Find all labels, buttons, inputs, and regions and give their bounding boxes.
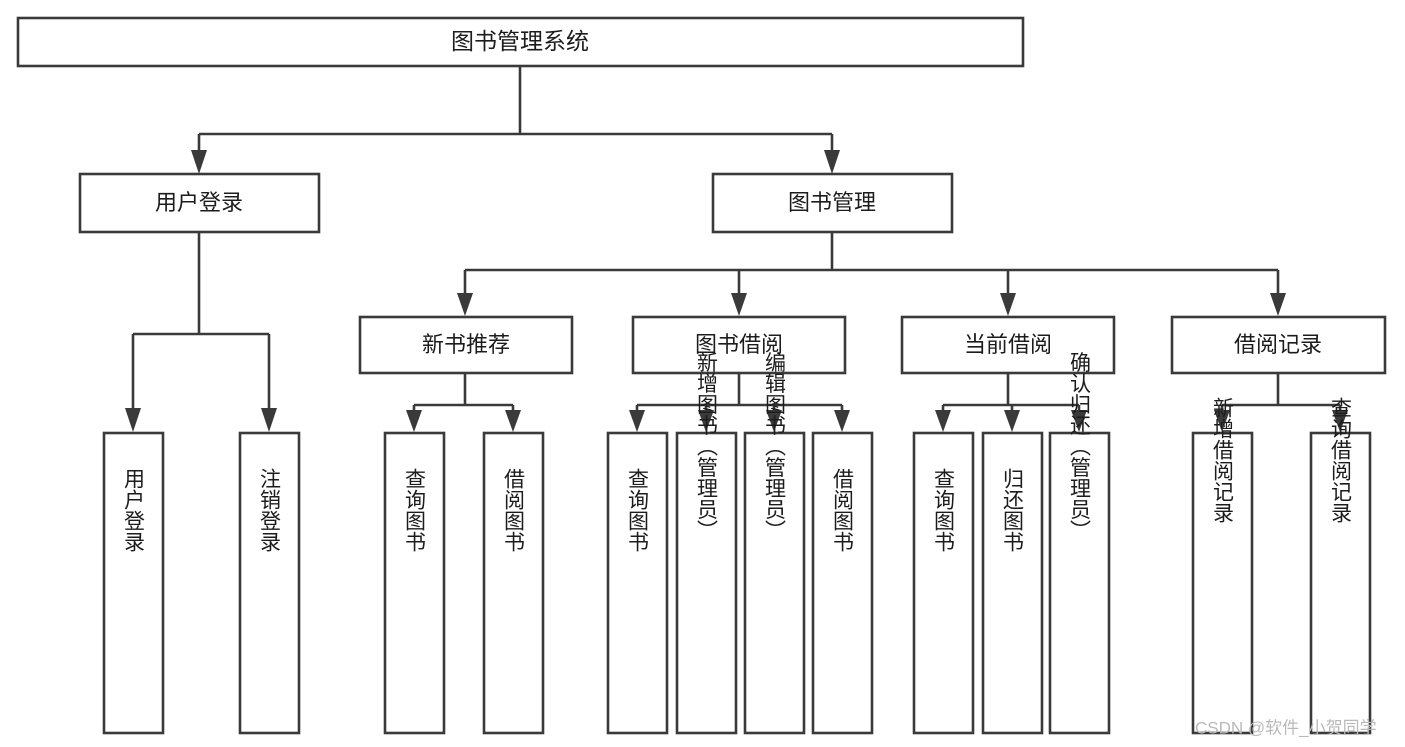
arrow-head-book-borrow bbox=[731, 293, 747, 316]
node-borrow-record-label: 借阅记录 bbox=[1234, 332, 1322, 357]
node-root-box bbox=[16, 16, 1025, 68]
node-book-management[interactable]: 图书管理 bbox=[711, 172, 954, 234]
arrow-head-leaf-return-book bbox=[1004, 410, 1020, 432]
node-borrow-record[interactable]: 借阅记录 bbox=[1170, 315, 1387, 375]
arrow-head-leaf-confirm-return bbox=[1071, 410, 1087, 432]
node-root-label: 图书管理系统 bbox=[451, 28, 589, 54]
node-leaf-add-book-label: 新增图书（管理员） bbox=[695, 352, 719, 541]
node-user-login[interactable]: 用户登录 bbox=[78, 172, 321, 234]
arrow-head-leaf-add-book bbox=[698, 410, 714, 432]
node-book-borrow-label: 图书借阅 bbox=[695, 332, 783, 357]
node-current-borrow-label: 当前借阅 bbox=[964, 332, 1052, 357]
connector-root-to-level1 bbox=[191, 66, 840, 174]
node-borrow-record-box bbox=[1170, 315, 1387, 375]
arrow-head-current-borrow bbox=[1000, 293, 1016, 316]
node-leaf-borrow-book-2-label: 借阅图书 bbox=[831, 468, 855, 552]
arrow-head-leaf-borrow-book-2 bbox=[834, 410, 850, 432]
node-leaf-query-book-3-box bbox=[912, 431, 975, 735]
arrow-head-book-management bbox=[824, 150, 840, 174]
node-leaf-add-record-box bbox=[1191, 431, 1254, 735]
node-leaf-query-book-2-label: 查询图书 bbox=[626, 468, 650, 552]
node-leaf-borrow-book-2-box bbox=[811, 431, 874, 735]
node-leaf-query-book-3-label: 查询图书 bbox=[932, 468, 956, 552]
node-leaf-logout-label: 注销登录 bbox=[258, 468, 282, 552]
connector-current-borrow-to-leaves bbox=[935, 374, 1087, 432]
node-leaf-user-login[interactable]: 用户登录 bbox=[102, 431, 165, 735]
arrow-head-new-book-recommend bbox=[457, 293, 473, 316]
connector-book-management-to-level2 bbox=[457, 232, 1286, 316]
arrow-head-leaf-query-book-1 bbox=[406, 410, 422, 432]
node-book-borrow-box bbox=[631, 315, 847, 375]
node-leaf-borrow-book-1-label: 借阅图书 bbox=[502, 468, 526, 552]
arrow-head-borrow-record bbox=[1270, 293, 1286, 316]
arrow-head-leaf-query-book-2 bbox=[629, 410, 645, 432]
node-leaf-add-record[interactable]: 新增借阅记录 bbox=[1191, 397, 1254, 735]
node-leaf-query-book-2[interactable]: 查询图书 bbox=[606, 431, 669, 735]
node-leaf-return-book-label: 归还图书 bbox=[1001, 468, 1025, 552]
node-leaf-query-book-1[interactable]: 查询图书 bbox=[383, 431, 446, 735]
node-leaf-query-record[interactable]: 查询借阅记录 bbox=[1309, 397, 1372, 735]
node-new-book-recommend-box bbox=[358, 315, 574, 375]
arrow-head-leaf-edit-book bbox=[766, 410, 782, 432]
node-user-login-box bbox=[78, 172, 321, 234]
connector-borrow-record-to-leaves bbox=[1214, 374, 1348, 432]
node-leaf-edit-book[interactable]: 编辑图书（管理员） bbox=[743, 352, 806, 735]
node-leaf-borrow-book-1-box bbox=[482, 431, 545, 735]
node-leaf-query-book-1-box bbox=[383, 431, 446, 735]
node-leaf-logout[interactable]: 注销登录 bbox=[238, 431, 301, 735]
node-book-borrow[interactable]: 图书借阅 bbox=[631, 315, 847, 375]
node-leaf-add-record-label: 新增借阅记录 bbox=[1211, 397, 1235, 523]
node-new-book-recommend[interactable]: 新书推荐 bbox=[358, 315, 574, 375]
node-leaf-query-book-1-label: 查询图书 bbox=[403, 468, 427, 552]
arrow-head-leaf-logout bbox=[261, 408, 277, 432]
arrow-head-leaf-user-login bbox=[125, 408, 141, 432]
node-leaf-user-login-box bbox=[102, 431, 165, 735]
arrow-head-user-login bbox=[191, 150, 207, 174]
node-current-borrow-box bbox=[900, 315, 1116, 375]
node-new-book-recommend-label: 新书推荐 bbox=[422, 332, 510, 357]
arrow-head-leaf-query-book-3 bbox=[935, 410, 951, 432]
node-leaf-confirm-return-box bbox=[1048, 431, 1111, 735]
node-leaf-query-book-2-box bbox=[606, 431, 669, 735]
arrow-head-leaf-borrow-book-1 bbox=[505, 410, 521, 432]
node-leaf-edit-book-box bbox=[743, 431, 806, 735]
node-root-book-management-system[interactable]: 图书管理系统 bbox=[16, 16, 1025, 68]
node-leaf-borrow-book-1[interactable]: 借阅图书 bbox=[482, 431, 545, 735]
node-leaf-user-login-label: 用户登录 bbox=[122, 468, 146, 552]
node-leaf-logout-box bbox=[238, 431, 301, 735]
csdn-watermark: CSDN @软件_小贺同学 bbox=[1195, 718, 1377, 737]
connector-new-book-recommend-to-leaves bbox=[406, 374, 521, 432]
node-leaf-return-book[interactable]: 归还图书 bbox=[981, 431, 1044, 735]
node-leaf-borrow-book-2[interactable]: 借阅图书 bbox=[811, 431, 874, 735]
node-leaf-confirm-return[interactable]: 确认归还（管理员） bbox=[1048, 352, 1111, 735]
node-book-management-box bbox=[711, 172, 954, 234]
node-leaf-confirm-return-label: 确认归还（管理员） bbox=[1068, 352, 1092, 541]
arrow-head-leaf-query-record bbox=[1332, 410, 1348, 432]
node-book-management-label: 图书管理 bbox=[788, 190, 876, 215]
node-leaf-edit-book-label: 编辑图书（管理员） bbox=[763, 352, 787, 541]
node-leaf-query-record-label: 查询借阅记录 bbox=[1329, 397, 1353, 523]
node-leaf-add-book-box bbox=[675, 431, 738, 735]
connector-book-borrow-to-leaves bbox=[629, 374, 850, 432]
node-leaf-query-book-3[interactable]: 查询图书 bbox=[912, 431, 975, 735]
node-current-borrow[interactable]: 当前借阅 bbox=[900, 315, 1116, 375]
node-leaf-add-book[interactable]: 新增图书（管理员） bbox=[675, 352, 738, 735]
node-leaf-query-record-box bbox=[1309, 431, 1372, 735]
arrow-head-leaf-add-record bbox=[1214, 410, 1230, 432]
node-user-login-label: 用户登录 bbox=[155, 190, 243, 215]
connector-user-login-to-leaves bbox=[125, 232, 277, 432]
node-leaf-return-book-box bbox=[981, 431, 1044, 735]
